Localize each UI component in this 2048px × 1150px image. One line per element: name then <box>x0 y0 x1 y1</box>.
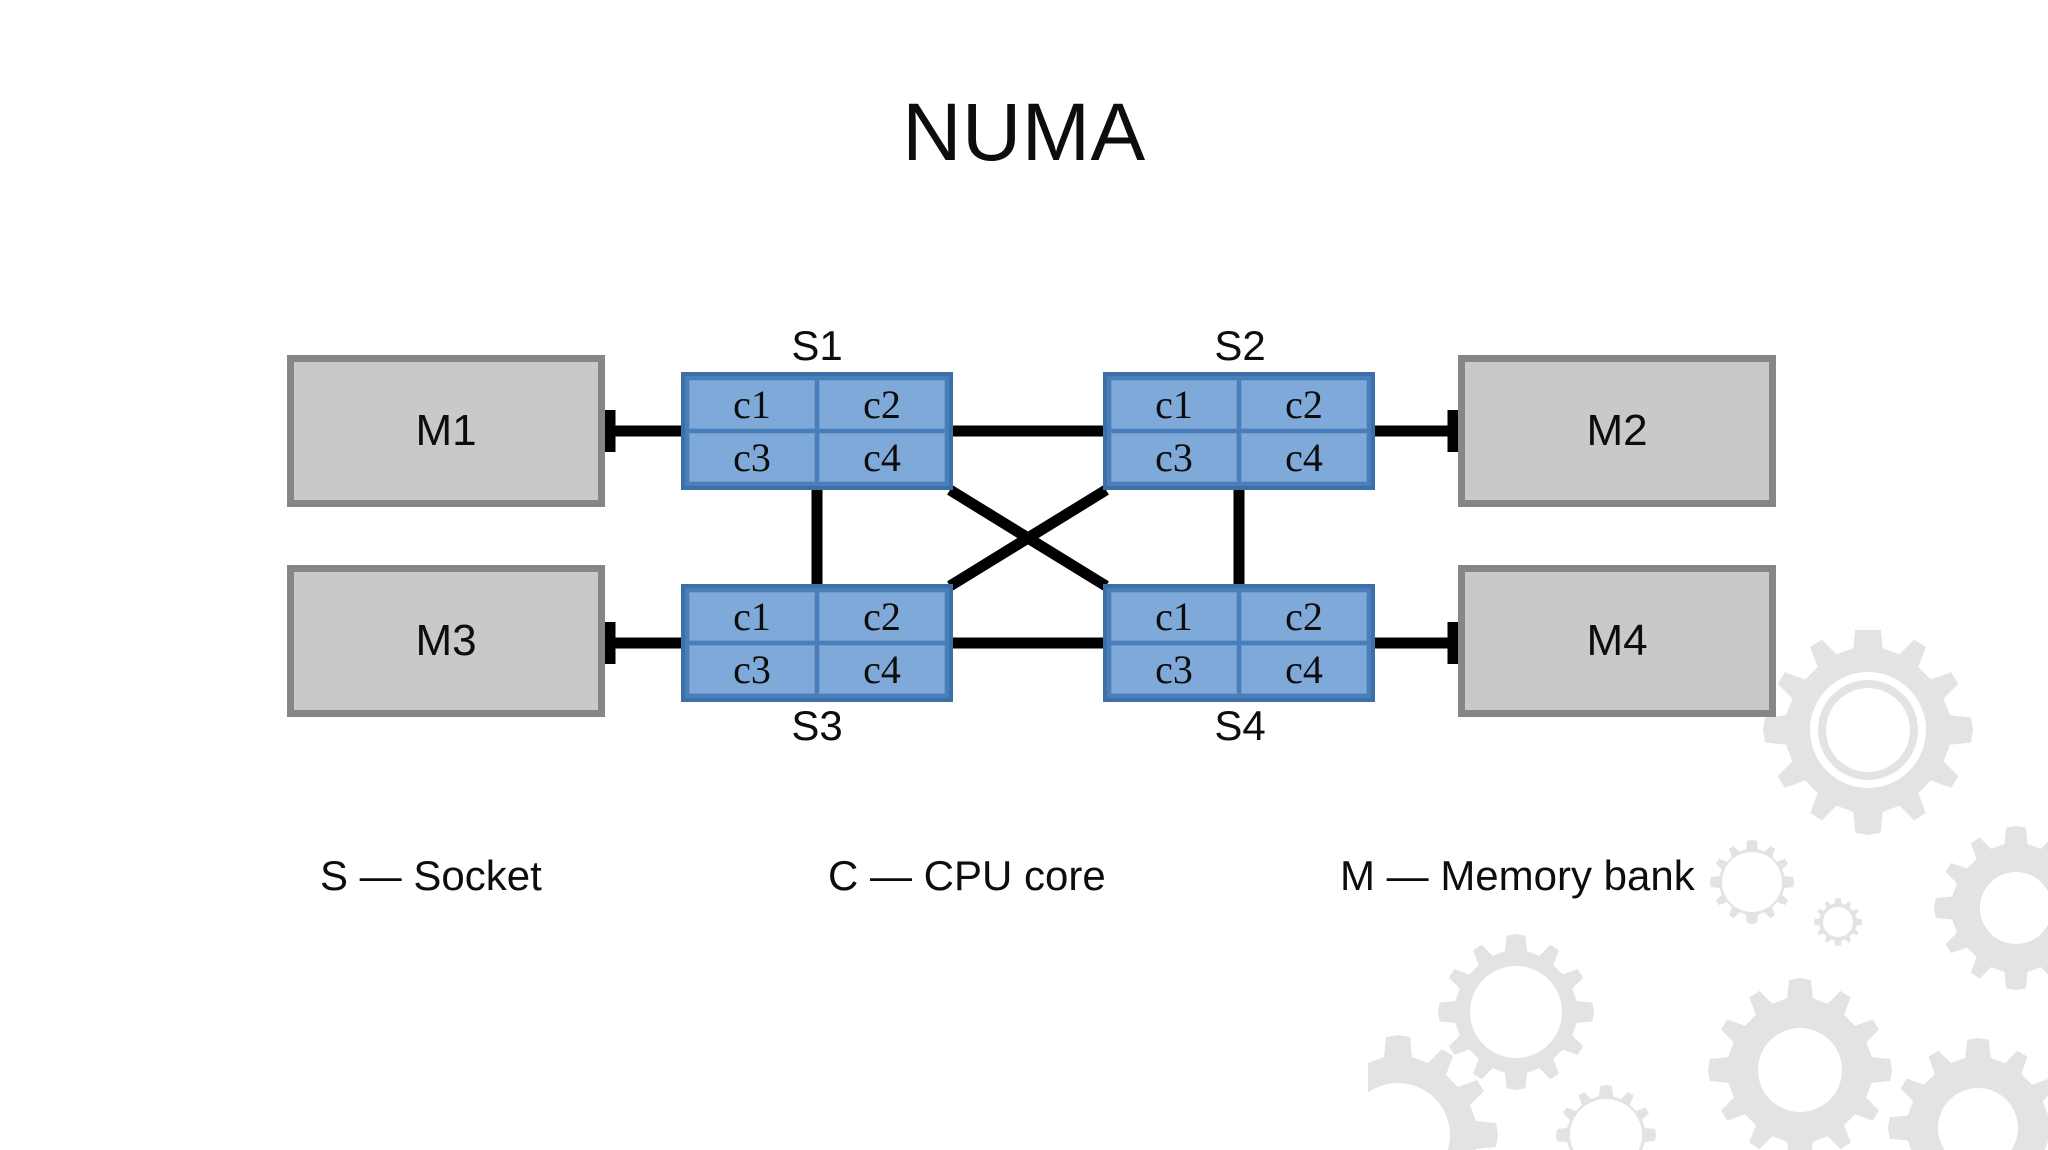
core-s1-c1[interactable]: c1 <box>689 380 815 429</box>
socket-caption-s4: S4 <box>1214 702 1266 749</box>
socket-s3[interactable]: c1 c2 c3 c4 <box>681 584 953 702</box>
link-s1-s4 <box>947 485 1109 591</box>
core-s1-c3[interactable]: c3 <box>689 433 815 482</box>
core-s3-c1[interactable]: c1 <box>689 592 815 641</box>
socket-caption-s2: S2 <box>1214 322 1266 369</box>
core-s4-c3[interactable]: c3 <box>1111 645 1237 694</box>
core-label: c4 <box>863 646 901 692</box>
core-s2-c1[interactable]: c1 <box>1111 380 1237 429</box>
core-label: c1 <box>733 381 771 427</box>
core-label: c2 <box>863 593 901 639</box>
core-s4-c4[interactable]: c4 <box>1241 645 1367 694</box>
core-label: c2 <box>863 381 901 427</box>
core-s1-c4[interactable]: c4 <box>819 433 945 482</box>
memory-bank-m3[interactable]: M3 <box>287 565 605 717</box>
core-s2-c2[interactable]: c2 <box>1241 380 1367 429</box>
core-s2-c4[interactable]: c4 <box>1241 433 1367 482</box>
core-s3-c3[interactable]: c3 <box>689 645 815 694</box>
memory-bank-label: M3 <box>415 616 477 665</box>
core-label: c4 <box>863 434 901 480</box>
core-label: c2 <box>1285 593 1323 639</box>
core-s4-c2[interactable]: c2 <box>1241 592 1367 641</box>
core-s2-c3[interactable]: c3 <box>1111 433 1237 482</box>
core-label: c3 <box>733 434 771 480</box>
legend-item-cpu-core: C — CPU core <box>828 852 1106 899</box>
socket-s1[interactable]: c1 c2 c3 c4 <box>681 372 953 490</box>
core-label: c1 <box>1155 381 1193 427</box>
socket-s4[interactable]: c1 c2 c3 c4 <box>1103 584 1375 702</box>
core-label: c4 <box>1285 646 1323 692</box>
core-s3-c4[interactable]: c4 <box>819 645 945 694</box>
legend-item-socket: S — Socket <box>320 852 542 899</box>
legend-item-memory-bank: M — Memory bank <box>1340 852 1695 899</box>
core-label: c3 <box>1155 434 1193 480</box>
link-s2-s3 <box>947 485 1109 591</box>
core-label: c3 <box>733 646 771 692</box>
core-label: c1 <box>733 593 771 639</box>
core-s4-c1[interactable]: c1 <box>1111 592 1237 641</box>
memory-bank-m1[interactable]: M1 <box>287 355 605 507</box>
core-label: c4 <box>1285 434 1323 480</box>
memory-bank-label: M1 <box>415 406 477 455</box>
page-title: NUMA <box>902 87 1146 178</box>
socket-caption-s1: S1 <box>791 322 843 369</box>
core-s3-c2[interactable]: c2 <box>819 592 945 641</box>
socket-caption-s3: S3 <box>791 702 843 749</box>
socket-s2[interactable]: c1 c2 c3 c4 <box>1103 372 1375 490</box>
core-label: c2 <box>1285 381 1323 427</box>
core-s1-c2[interactable]: c2 <box>819 380 945 429</box>
core-label: c3 <box>1155 646 1193 692</box>
memory-bank-label: M2 <box>1586 406 1648 455</box>
legend: S — Socket C — CPU core M — Memory bank <box>0 855 2048 915</box>
core-label: c1 <box>1155 593 1193 639</box>
memory-bank-m4[interactable]: M4 <box>1458 565 1776 717</box>
memory-bank-m2[interactable]: M2 <box>1458 355 1776 507</box>
memory-bank-label: M4 <box>1586 616 1648 665</box>
